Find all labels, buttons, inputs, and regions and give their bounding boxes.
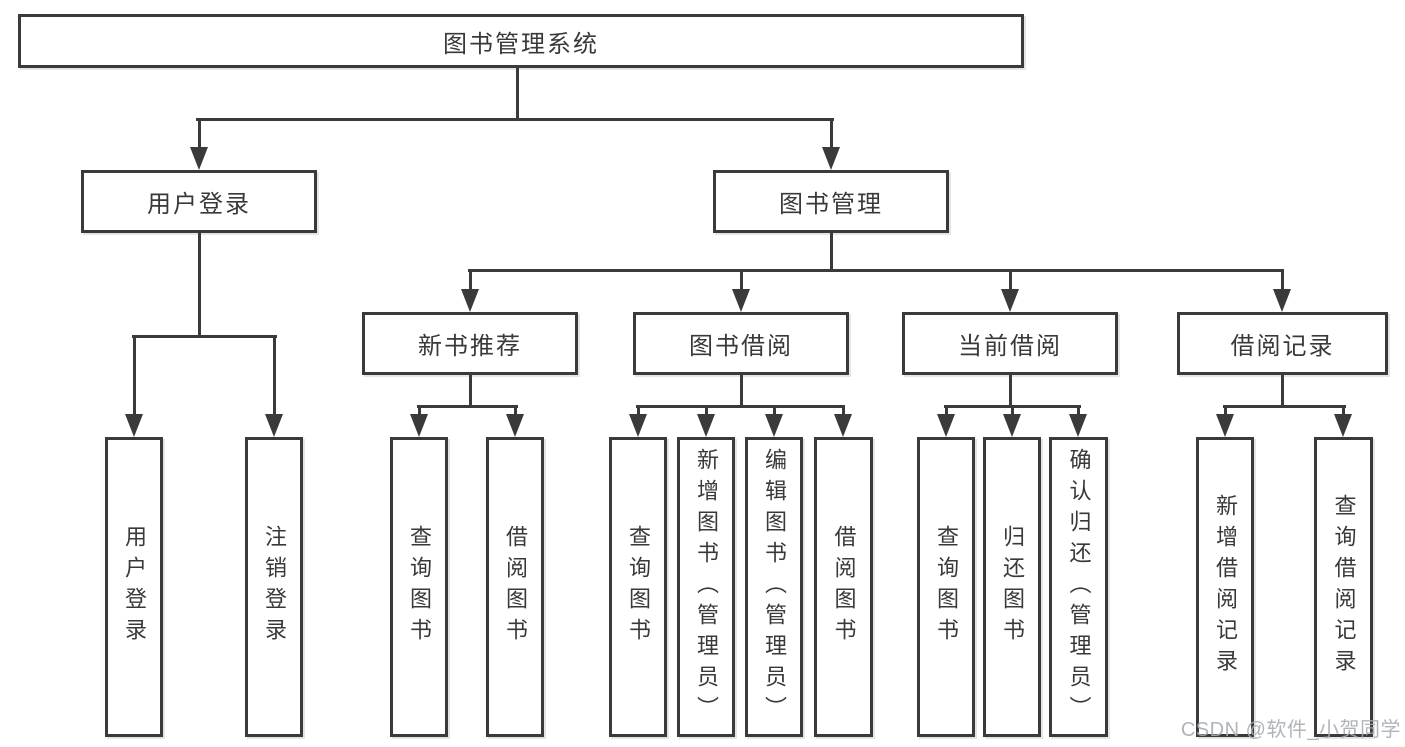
connector-book-management-rail: [468, 269, 1284, 272]
node-label: 图书借阅: [689, 333, 793, 360]
node-user-login: 用户登录: [81, 170, 317, 233]
arrow-to-nb-query-books: [410, 405, 428, 437]
connector-book-management-stem: [830, 233, 833, 272]
csdn-watermark: CSDN @软件_小贺同学: [1180, 719, 1401, 741]
connector-root-rail: [196, 118, 834, 121]
node-label: 图书管理: [779, 191, 883, 218]
node-re-query-borrow-record: 查询借阅记录: [1314, 437, 1373, 737]
arrow-to-logout: [265, 335, 283, 437]
connector-current-borrow-stem: [1009, 375, 1012, 408]
connector-root-stem: [516, 68, 519, 121]
node-current-borrow: 当前借阅: [902, 312, 1118, 375]
node-cu-return-books: 归还图书: [983, 437, 1041, 737]
node-label: 归还图书: [1000, 525, 1025, 649]
node-label: 确认归还（管理员）: [1066, 447, 1092, 727]
node-book-management: 图书管理: [713, 170, 949, 233]
node-label: 图书管理系统: [443, 30, 599, 58]
node-label: 新增借阅记录: [1213, 494, 1238, 680]
node-label: 当前借阅: [958, 333, 1062, 360]
node-label: 查询图书: [934, 525, 959, 649]
arrow-to-current-borrow: [1001, 269, 1019, 312]
connector-book-borrow-stem: [740, 375, 743, 408]
node-label: 查询图书: [407, 525, 432, 649]
node-label: 用户登录: [122, 525, 147, 649]
arrow-to-bw-query-books: [629, 405, 647, 437]
node-label: 新书推荐: [418, 333, 522, 360]
node-library-management-system: 图书管理系统: [18, 14, 1024, 68]
node-cu-query-books: 查询图书: [917, 437, 975, 737]
arrow-to-user-login-action: [125, 335, 143, 437]
node-label: 借阅图书: [831, 525, 857, 649]
node-new-book-recommend: 新书推荐: [362, 312, 578, 375]
node-label: 借阅记录: [1230, 333, 1335, 360]
arrow-to-bw-add-books: [697, 405, 715, 437]
node-bw-edit-books-admin: 编辑图书（管理员）: [745, 437, 803, 737]
arrow-to-bw-edit-books: [765, 405, 783, 437]
connector-user-login-stem: [198, 233, 201, 338]
arrow-to-nb-borrow-books: [506, 405, 524, 437]
node-label: 查询借阅记录: [1331, 494, 1357, 680]
node-user-login-action: 用户登录: [105, 437, 163, 737]
connector-new-book-rail: [417, 405, 518, 408]
node-label: 注销登录: [262, 525, 287, 649]
node-label: 借阅图书: [503, 525, 528, 649]
arrow-to-user-login: [190, 118, 208, 170]
arrow-to-bw-borrow-books: [834, 405, 852, 437]
node-cu-confirm-return-admin: 确认归还（管理员）: [1049, 437, 1108, 737]
node-label: 编辑图书（管理员）: [762, 447, 787, 727]
arrow-to-re-add-record: [1216, 405, 1234, 437]
node-label: 查询图书: [626, 525, 651, 649]
connector-borrow-records-stem: [1281, 375, 1284, 408]
node-nb-borrow-books: 借阅图书: [486, 437, 544, 737]
node-book-borrow: 图书借阅: [633, 312, 849, 375]
node-logout: 注销登录: [245, 437, 303, 737]
node-label: 新增图书（管理员）: [694, 447, 719, 727]
connector-new-book-stem: [469, 375, 472, 408]
arrow-to-book-borrow: [732, 269, 750, 312]
node-bw-borrow-books: 借阅图书: [814, 437, 873, 737]
node-nb-query-books: 查询图书: [390, 437, 448, 737]
connector-user-login-rail: [132, 335, 277, 338]
node-label: 用户登录: [147, 191, 251, 218]
arrow-to-new-book-recommend: [461, 269, 479, 312]
connector-book-borrow-rail: [636, 405, 845, 408]
node-re-add-borrow-record: 新增借阅记录: [1196, 437, 1254, 737]
node-bw-query-books: 查询图书: [609, 437, 667, 737]
arrow-to-cu-return-books: [1003, 405, 1021, 437]
arrow-to-book-management: [822, 118, 840, 170]
node-bw-add-books-admin: 新增图书（管理员）: [677, 437, 735, 737]
arrow-to-re-query-record: [1334, 405, 1352, 437]
arrow-to-borrow-records: [1273, 269, 1291, 312]
arrow-to-cu-query-books: [937, 405, 955, 437]
arrow-to-cu-confirm-return: [1069, 405, 1087, 437]
connector-borrow-records-rail: [1223, 405, 1346, 408]
node-borrow-records: 借阅记录: [1177, 312, 1388, 375]
